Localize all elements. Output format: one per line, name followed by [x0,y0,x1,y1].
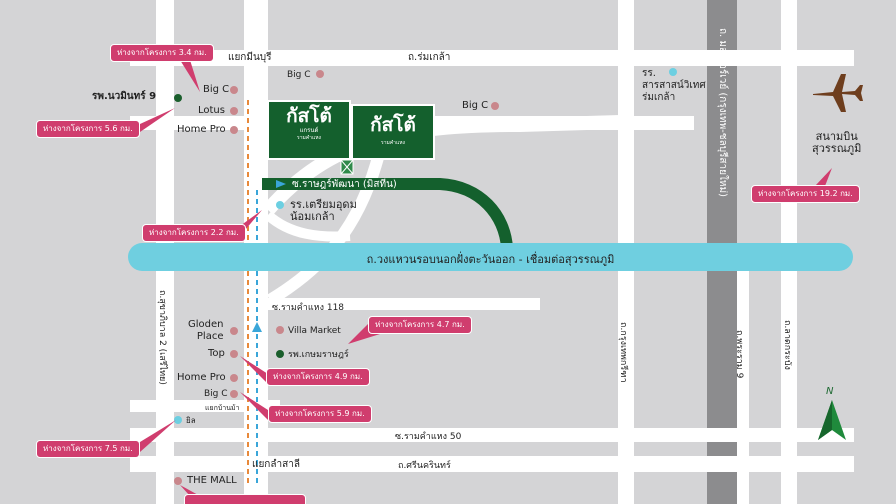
road-ramkhamhaeng50 [130,428,854,442]
poi-lotus: Lotus [198,105,225,116]
airplane-icon [813,74,863,112]
callout-5-9km: ห่างจากโครงการ 5.9 กม. [268,405,372,423]
poi-homepro-top: Home Pro [177,124,226,135]
dot-kasemrad [276,350,284,358]
poi-kasemrad: รพ.เกษมราษฎร์ [288,350,349,360]
project-sign-main: กัสโต้ รามคำแหง [351,104,435,160]
dot-lotus [230,107,238,115]
label-bottom-junction: แยกลำสาลี [252,459,300,470]
dot-school-triam [276,201,284,209]
dot-bigc-right [491,102,499,110]
road-srinakarin [130,456,854,472]
callout-5-6km: ห่างจากโครงการ 5.6 กม. [36,120,140,138]
label-romklao: ถ.ร่มเกล้า [408,52,451,63]
dot-villa [276,326,284,334]
callout-7-5km: ห่างจากโครงการ 7.5 กม. [36,440,140,458]
label-ramkhamhaeng50: ซ.รามคำแหง 50 [395,432,462,442]
poi-airport: สนามบิน สุวรรณภูมิ [812,130,862,155]
north-label: N [826,386,834,397]
callout-4-7km: ห่างจากโครงการ 4.7 กม. [368,316,472,334]
dot-bangkokhospital [174,416,182,424]
ring-road-label: ถ.วงแหวนรอบนอกฝั่งตะวันออก - เชื่อมต่อสุ… [366,253,615,266]
dot-homepro-top [230,126,238,134]
dot-bigc-left [230,86,238,94]
project-marker-cross [340,159,354,175]
callout-themall-partial [184,494,306,504]
label-ratpattana: ซ.ราษฎร์พัฒนา (มิสทีน) [292,179,397,190]
callout-2-2km: ห่างจากโครงการ 2.2 กม. [142,224,246,242]
sign-main-foot: รามคำแหง [381,140,405,146]
route-ratpattana [262,178,513,249]
poi-bangkokhospital: ยิล [186,416,196,425]
route-blue-arrow-up [252,322,262,332]
road-banma [130,400,280,412]
poi-bigc-right: Big C [462,100,489,111]
dot-bigc-bottom [230,390,238,398]
sign-grand-sub: แกรนด์ [299,127,319,134]
road-curve-small [264,211,351,242]
poi-homepro-bottom: Home Pro [177,372,226,383]
poi-nawamin: รพ.นวมินทร์ 9 [92,91,157,102]
callout-4-9km: ห่างจากโครงการ 4.9 กม. [266,368,370,386]
dot-nawamin [174,94,182,102]
poi-bigc-left: Big C [203,84,230,95]
north-arrow-icon [818,400,846,440]
poi-school-sarasas: รร. สารสาสน์วิเทศ ร่มเกล้า [642,68,706,103]
label-srinakarin: ถ.ศรีนครินทร์ [398,461,451,471]
callout-3-4km: ห่างจากโครงการ 3.4 กม. [110,44,214,62]
poi-school-triam: รร.เตรียมอุดม น้อมเกล้า [290,198,357,223]
label-top-junction: แยกมีนบุรี [228,52,272,63]
sign-main-title: กัสโต้ [370,114,416,136]
callout-19-2km: ห่างจากโครงการ 19.2 กม. [751,185,860,203]
sign-grand-foot: รามคำแหง [297,135,321,141]
dot-school-sarasas [669,68,677,76]
road-ramkhamhaeng118 [268,298,540,310]
dot-gloden [230,327,238,335]
dot-top [230,350,238,358]
project-sign-grand: กัสโต้ แกรนด์ รามคำแหง [267,100,351,160]
dot-homepro-bottom [230,374,238,382]
dot-bigc-top [316,70,324,78]
dot-themall [174,477,182,485]
sign-grand-title: กัสโต้ [286,105,332,127]
poi-bigc-bottom: Big C [204,389,228,399]
poi-top: Top [208,348,225,359]
poi-villa: Villa Market [288,326,341,336]
label-ramkhamhaeng118: ซ.รามคำแหง 118 [272,303,345,313]
label-banma: แยกบ้านม้า [205,404,240,412]
poi-gloden: Gloden Place [188,319,224,342]
route-blue-arrow-right [276,180,286,188]
poi-themall: THE MALL [187,475,237,486]
ring-road: ถ.วงแหวนรอบนอกฝั่งตะวันออก - เชื่อมต่อสุ… [128,243,853,271]
poi-bigc-top: Big C [287,70,311,80]
road-romklao [130,50,854,66]
